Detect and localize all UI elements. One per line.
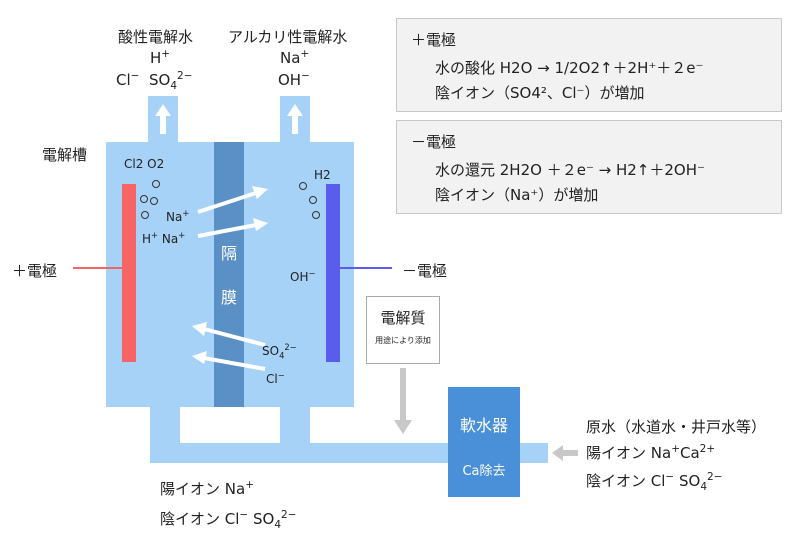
membrane [214,142,244,407]
alkaline-ion-na: Na+ [280,48,310,67]
cathode-reaction-line-2: 陰イオン（Na⁺）が増加 [435,186,599,204]
anode-ion-na-1: Na+ [166,208,190,224]
inlet-pipe-right [280,407,310,443]
raw-water-cations: 陽イオン Na+Ca2+ [586,443,716,462]
raw-water-arrow-shaft [560,450,578,456]
cathode-ion-oh: OH− [290,268,316,284]
electrolyte-box: 電解質 用途により添加 [366,296,440,364]
electrolyte-title: 電解質 [380,309,426,327]
softener-box [448,387,520,497]
anion-arrows [192,322,266,371]
inlet-anions: 陰イオン Cl− SO42− [160,509,297,531]
membrane-label-1: 隔 [221,244,238,263]
alkaline-ion-oh: OH− [278,70,310,89]
anode-bubbles [140,180,160,219]
acid-outlet-arrow-icon [155,104,171,134]
acid-ion-cl-so4: Cl− SO42− [116,70,193,92]
cathode-reaction-title: －電極 [411,133,457,151]
cathode-label: －電極 [402,262,448,280]
anode-reaction-line-1: 水の酸化 H2O → 1/2O2↑＋2H⁺＋２e⁻ [435,59,704,77]
anode-ion-h-na: H+ Na+ [142,230,186,246]
membrane-label-2: 膜 [221,288,238,307]
anode-gases: Cl2 O2 [124,157,165,171]
electrolyte-note: 用途により添加 [375,336,431,345]
cathode-reaction-box: －電極 水の還元 2H2O ＋２e⁻ → H2↑＋2OH⁻ 陰イオン（Na⁺）が… [396,120,782,214]
cathode-ion-cl: Cl− [266,370,285,386]
anode-reaction-title: ＋電極 [411,31,457,49]
cathode-bubbles [299,182,320,219]
cathode-reaction-line-1: 水の還元 2H2O ＋２e⁻ → H2↑＋2OH⁻ [435,161,705,179]
alkaline-outlet-arrow-icon [287,104,303,134]
anode-label: ＋電極 [12,262,58,280]
inlet-pipe-left [150,407,180,443]
raw-water-anions: 陰イオン Cl− SO42− [586,471,723,493]
raw-water-pipe [520,443,548,463]
electrolyte-arrow-shaft [400,368,406,424]
alkaline-water-title: アルカリ性電解水 [228,28,348,46]
cathode-gas: H2 [314,168,331,182]
cathode-electrode [326,184,340,362]
inlet-pipe-horizontal [150,443,448,463]
acid-ion-h: H+ [150,48,171,67]
softener-sub: Ca除去 [462,464,506,479]
inlet-cations: 陽イオン Na+ [160,479,254,498]
raw-water-arrow-icon [552,445,563,461]
electrolyte-arrow-icon [394,420,412,434]
anode-electrode [122,184,136,362]
cathode-ion-so4: SO42− [262,342,297,361]
acid-water-title: 酸性電解水 [118,28,194,46]
anode-reaction-line-2: 陰イオン（SO4²、Cl⁻）が増加 [435,84,645,102]
softener-title: 軟水器 [459,416,508,435]
tank-label: 電解槽 [42,146,88,164]
raw-water-title: 原水（水道水・井戸水等） [586,418,767,436]
anode-reaction-box: ＋電極 水の酸化 H2O → 1/2O2↑＋2H⁺＋２e⁻ 陰イオン（SO4²、… [396,18,782,112]
cation-arrows [197,186,268,238]
